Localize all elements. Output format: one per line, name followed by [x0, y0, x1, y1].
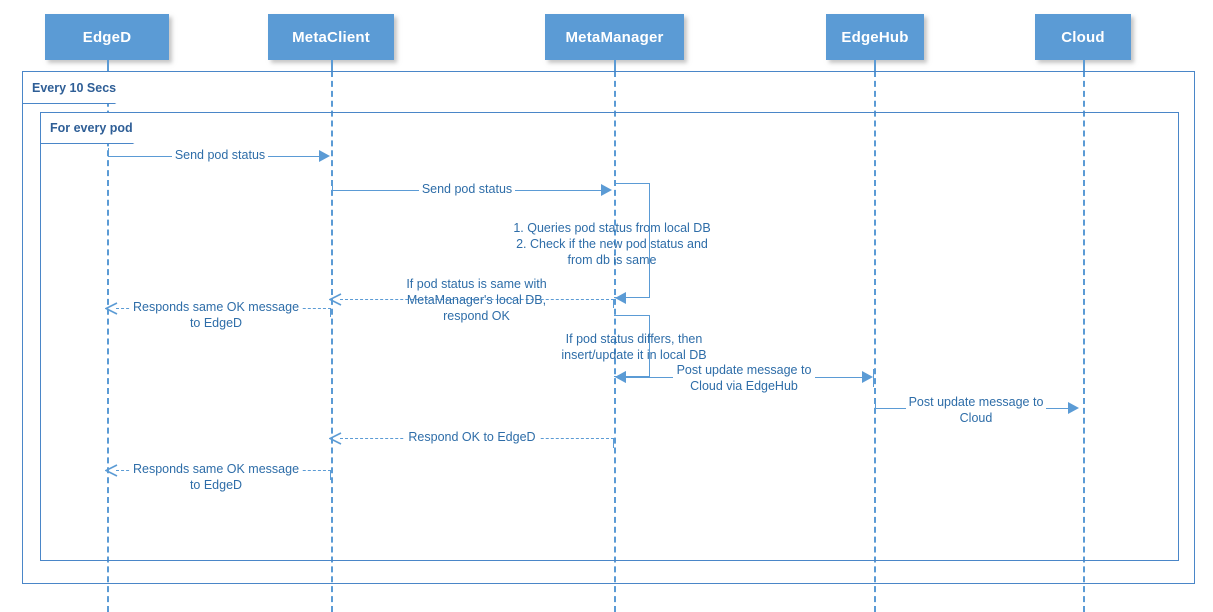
- message-label-m10-line2: to EdgeD: [189, 478, 243, 492]
- arrowhead-m9: [329, 432, 342, 445]
- message-origin-stub-m9: [613, 438, 614, 448]
- lifeline-stub-edgehub: [874, 60, 876, 71]
- arrowhead-m3: [615, 292, 626, 304]
- arrowhead-m5: [105, 302, 118, 315]
- message-label-m8: Post update message to Cloud: [906, 394, 1046, 426]
- participant-label-edged: EdgeD: [82, 28, 132, 46]
- message-label-m6: If pod status differs, then insert/updat…: [518, 331, 750, 363]
- message-line-m4: [340, 299, 614, 300]
- message-label-m8-line2: Cloud: [959, 411, 993, 425]
- message-label-m5-line2: to EdgeD: [189, 316, 243, 330]
- message-label-m10: Responds same OK message to EdgeD: [130, 461, 302, 493]
- participant-label-cloud: Cloud: [1061, 28, 1105, 46]
- fragment-loop-every-10-secs: [22, 71, 1195, 584]
- message-label-m9: Respond OK to EdgeD: [404, 430, 540, 445]
- message-label-m6-line1: If pod status differs, then: [565, 332, 703, 346]
- message-label-m6-line2: insert/update it in local DB: [561, 348, 707, 362]
- participant-edged[interactable]: EdgeD: [45, 14, 169, 60]
- arrowhead-m2: [601, 184, 612, 196]
- message-label-m7-line2: Cloud via EdgeHub: [690, 379, 798, 393]
- participant-edgehub[interactable]: EdgeHub: [826, 14, 924, 60]
- message-label-m7: Post update message to Cloud via EdgeHub: [673, 362, 815, 394]
- message-label-m4: If pod status is same with MetaManager's…: [389, 276, 564, 324]
- lifeline-cloud: [1083, 71, 1085, 612]
- fragment-loop-for-every-pod: [40, 112, 1179, 561]
- message-label-m3-line1: 1. Queries pod status from local DB: [513, 221, 711, 235]
- lifeline-metamanager: [614, 71, 616, 612]
- participant-label-metamanager: MetaManager: [565, 28, 664, 46]
- message-selfloop-m6: [614, 315, 650, 377]
- message-label-m4-line3: respond OK: [443, 309, 510, 323]
- participant-label-edgehub: EdgeHub: [841, 28, 909, 46]
- arrowhead-m7-left: [615, 371, 626, 383]
- message-label-m3: 1. Queries pod status from local DB 2. C…: [405, 220, 819, 268]
- arrowhead-m10: [105, 464, 118, 477]
- message-label-m8-line1: Post update message to: [908, 395, 1044, 409]
- message-label-m7-line1: Post update message to: [676, 363, 812, 377]
- message-origin-stub-m10: [330, 470, 331, 480]
- message-label-m2: Send pod status: [419, 182, 515, 197]
- participant-metaclient[interactable]: MetaClient: [268, 14, 394, 60]
- message-label-m3-line3: from db is same: [567, 253, 657, 267]
- lifeline-stub-cloud: [1083, 60, 1085, 71]
- arrowhead-m8: [1068, 402, 1079, 414]
- message-selfloop-m3: [614, 183, 650, 298]
- lifeline-edged: [107, 71, 109, 612]
- message-origin-stub-m2: [332, 182, 333, 191]
- lifeline-metaclient: [331, 71, 333, 612]
- message-origin-stub-m8: [875, 400, 876, 409]
- fragment-label-for-every-pod: For every pod: [50, 121, 133, 135]
- fragment-label-every-10-secs: Every 10 Secs: [32, 80, 117, 95]
- message-label-m1: Send pod status: [172, 148, 268, 163]
- message-label-m5-line1: Responds same OK message: [132, 300, 300, 314]
- lifeline-stub-metaclient: [331, 60, 333, 71]
- arrowhead-m4: [329, 293, 342, 306]
- participant-cloud[interactable]: Cloud: [1035, 14, 1131, 60]
- message-origin-stub-m1: [108, 148, 109, 157]
- participant-label-metaclient: MetaClient: [292, 28, 370, 46]
- fragment-tab-every-10-secs: Every 10 Secs: [22, 71, 138, 104]
- message-label-m4-line1: If pod status is same with: [406, 277, 547, 291]
- message-label-m3-line2: 2. Check if the new pod status and: [516, 237, 708, 251]
- lifeline-edgehub: [874, 71, 876, 612]
- message-origin-stub-m4: [613, 299, 614, 308]
- participant-metamanager[interactable]: MetaManager: [545, 14, 684, 60]
- lifeline-stub-metamanager: [614, 60, 616, 71]
- fragment-tab-for-every-pod: For every pod: [40, 112, 156, 144]
- message-target-stub-m7: [873, 369, 874, 387]
- arrowhead-m7-right: [862, 371, 873, 383]
- message-label-m5: Responds same OK message to EdgeD: [130, 299, 302, 331]
- message-origin-stub-m5: [330, 308, 331, 317]
- message-label-m10-line1: Responds same OK message: [132, 462, 300, 476]
- arrowhead-m1: [319, 150, 330, 162]
- lifeline-stub-edged: [107, 60, 109, 71]
- message-label-m4-line2: MetaManager's local DB,: [406, 293, 547, 307]
